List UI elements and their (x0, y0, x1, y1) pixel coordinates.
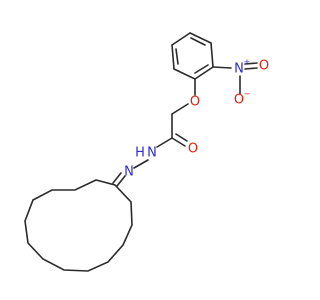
bond-ring-5 (173, 68, 196, 80)
cyclododecane-ring (24, 179, 133, 272)
nitro-oxygen-single-charge: − (244, 90, 251, 99)
bond-ring-inner-2 (190, 37, 206, 46)
bond-carbonyl-a (171, 137, 186, 147)
carbonyl-oxygen-label: O (188, 142, 198, 157)
nitro-nitrogen-label: N (234, 62, 244, 77)
bonds (24, 32, 258, 272)
structure-diagram: O O N H N N + O − O (24, 32, 269, 272)
nitro-oxygen-double-label: O (259, 59, 269, 74)
amide-nitrogen-label: N (147, 146, 157, 161)
ether-oxygen-label: O (190, 95, 200, 110)
bond-ring-6 (171, 44, 175, 70)
bond-carbonyl-c-amide-n (156, 137, 173, 148)
amide-hydrogen-label: H (135, 146, 145, 161)
bond-ring-inner-1 (175, 48, 179, 65)
nitro-oxygen-single-label: O (234, 93, 244, 108)
bond-ring-3 (210, 42, 214, 68)
bond-imine-a (116, 175, 126, 187)
bond-nitro-n-o-double-b (244, 67, 258, 70)
bond-ring-2 (189, 32, 212, 44)
imine-nitrogen-label: N (124, 165, 134, 180)
bond-ring-nitro-n (212, 66, 232, 69)
bond-imine-b (112, 172, 122, 184)
bond-ring-1 (171, 32, 191, 46)
nitro-nitrogen-charge: + (244, 58, 251, 67)
molecule-canvas: O O N H N N + O − O (24, 32, 269, 272)
bond-nitro-n-o-double-a (244, 62, 258, 65)
atoms: O O N H N N + O − O (124, 58, 269, 180)
bond-ring-inner-3 (194, 64, 209, 74)
bond-carbonyl-b (175, 133, 188, 142)
bond-amide-n-imine-n (133, 159, 149, 169)
bond-ether-o-ch2 (171, 103, 189, 115)
bond-ring-4 (194, 66, 214, 80)
